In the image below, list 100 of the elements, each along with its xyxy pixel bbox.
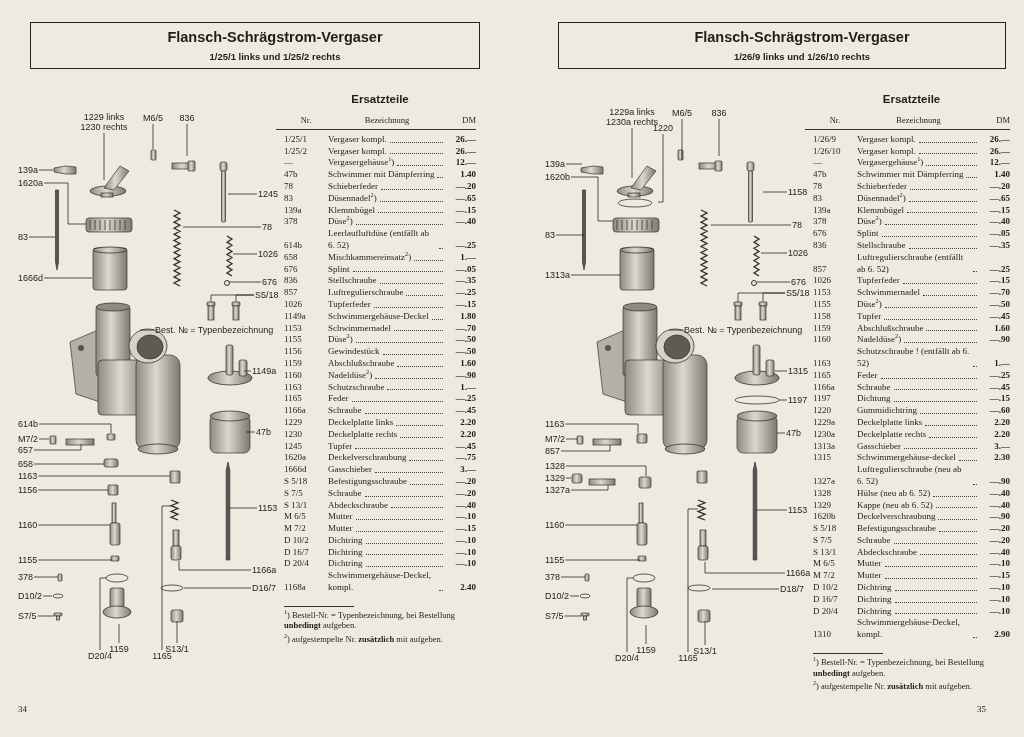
part-number: 1620b	[813, 511, 837, 524]
part-name: Vergaser kompl.	[328, 133, 387, 146]
price: —.40	[988, 499, 1010, 512]
callout-label: 836	[179, 113, 195, 123]
leader-line	[755, 509, 788, 511]
leader-line	[681, 118, 683, 161]
leader-line	[711, 588, 780, 590]
part-number: 1329	[813, 499, 832, 512]
section-heading: Ersatzteile	[350, 93, 410, 105]
leader-line	[176, 620, 178, 644]
price: —.90	[988, 475, 1010, 488]
callout-label: 614b	[18, 419, 39, 429]
part-number: 1026	[813, 275, 832, 288]
part-number: 1165	[813, 369, 832, 382]
price: —.65	[454, 192, 476, 205]
price: 2.40	[459, 582, 476, 594]
price: —.90	[988, 511, 1010, 524]
part-number: 1/25/1	[284, 133, 308, 146]
price: —.10	[454, 534, 476, 547]
price: —.05	[454, 263, 476, 276]
part-name: Befestigungsschraube	[857, 523, 936, 535]
part-number: 1166a	[284, 405, 307, 417]
leader-line	[570, 484, 609, 491]
leader-line	[668, 329, 684, 331]
part-number: 1230a	[813, 428, 836, 441]
leader-line	[33, 443, 82, 451]
callout-label: 83	[545, 230, 555, 240]
callout-label: 1315	[788, 366, 809, 376]
part-name: Düse$^{2}$)	[857, 298, 882, 311]
price: —.20	[988, 181, 1010, 193]
footnote: $^{2}$) aufgestempelte Nr. zusätzlich mit aufgeben.	[813, 681, 973, 692]
part-number: 1155	[813, 298, 832, 311]
price: —.20	[454, 487, 476, 500]
part-number: 1168a	[284, 582, 307, 594]
price: 2.30	[993, 452, 1010, 465]
leader-line	[774, 370, 788, 372]
callout-label: S7/5	[545, 611, 564, 621]
callout-label: S5/18	[255, 290, 279, 300]
page-number: 34	[18, 704, 27, 714]
leader-line	[560, 576, 586, 578]
leader-line	[564, 615, 582, 617]
leader-line	[565, 438, 578, 440]
price: —.10	[454, 511, 476, 524]
price: 2.20	[993, 428, 1010, 441]
leader-line	[631, 127, 633, 179]
callout-label: 1159	[109, 644, 129, 654]
callout-label: 1245	[258, 189, 279, 199]
price: —.75	[454, 452, 476, 465]
leader-line	[37, 524, 111, 526]
part-name: Abschlußschraube	[857, 322, 924, 334]
price: —.40	[988, 546, 1010, 559]
part-number: 836	[284, 275, 299, 288]
part-number: M 7/2	[813, 570, 836, 583]
price: —.45	[988, 310, 1010, 323]
callout-label: D16/7	[252, 583, 277, 593]
price: —.15	[988, 393, 1010, 406]
column-header: Bezeichnung	[895, 115, 942, 127]
part-name: Tupferfeder	[328, 298, 371, 311]
part-name: Deckelverschraubung	[857, 511, 936, 524]
part-name: Klemmbügel	[857, 204, 904, 216]
part-number: D 20/4	[813, 605, 839, 618]
callout-label: 1666d	[18, 273, 44, 283]
part-name: Befestigungsschraube	[328, 475, 407, 488]
price: 26.—	[988, 145, 1010, 158]
price: —.90	[988, 334, 1010, 347]
leader-line	[37, 615, 55, 617]
price: 2.20	[459, 428, 476, 441]
price: —.50	[988, 298, 1010, 311]
callout-label: 676	[262, 277, 278, 287]
part-number: 1155	[284, 334, 303, 347]
callout-label: 1313a	[545, 270, 571, 280]
footnote: $^{1}$) Bestell-Nr. = Typenbezeichnung, bei Bestellung unbedingt aufgeben.	[284, 609, 457, 631]
callout-label: 1620b	[545, 172, 571, 182]
callout-label: 139a	[18, 165, 39, 175]
part-number: 658	[284, 251, 299, 264]
subheading: 1/25/1 links und 1/25/2 rechts	[209, 51, 341, 62]
callout-label: M7/2	[18, 434, 38, 444]
callout-label: 1327a	[545, 485, 571, 495]
page-number: 35	[977, 704, 986, 714]
callout-label: 83	[18, 232, 28, 242]
callout-label: 1160	[18, 520, 38, 530]
price: 26.—	[454, 133, 476, 146]
callout-label: 1156	[18, 485, 38, 495]
price: —.45	[454, 405, 476, 417]
callout-label: 1166a	[786, 568, 811, 578]
price: —.15	[988, 204, 1010, 217]
part-number: S 7/5	[813, 534, 833, 547]
part-number: 1163	[813, 357, 832, 370]
part-number: 857	[813, 263, 828, 276]
callout-label: 1329	[545, 473, 566, 483]
leader-line	[687, 508, 699, 653]
part-number: 1159	[284, 357, 303, 370]
part-name: Luftregulierschraube (neu ab 6. 52)	[857, 464, 963, 488]
part-name: Düse$^{2}$)	[857, 216, 882, 229]
part-name: Splint	[857, 228, 879, 240]
callout-label: 378	[545, 572, 561, 582]
leader-line	[704, 620, 706, 646]
leader-line	[232, 253, 258, 255]
leader-line	[33, 463, 105, 465]
part-name: Düse$^{2}$)	[328, 334, 353, 347]
